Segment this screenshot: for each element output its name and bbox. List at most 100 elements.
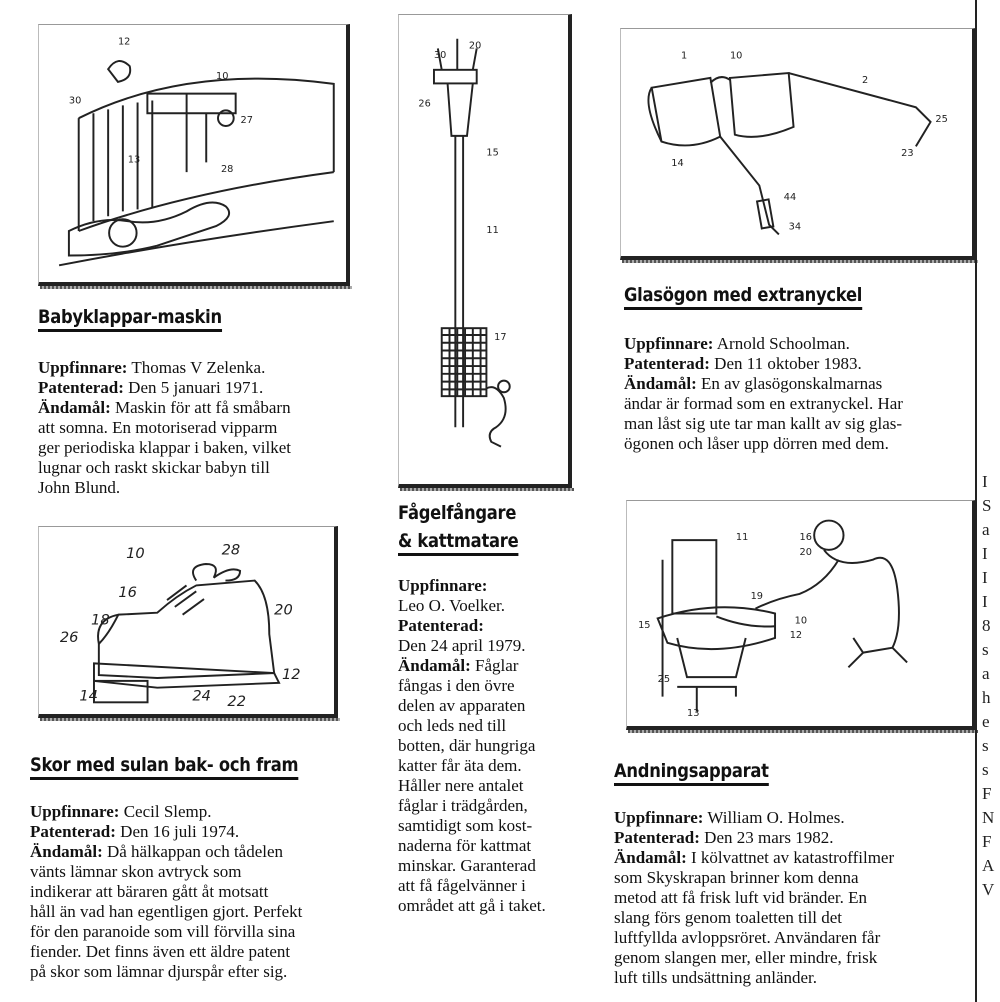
svg-text:17: 17 (494, 332, 506, 343)
inventor-value: Leo O. Voelker. (398, 596, 506, 615)
svg-text:27: 27 (241, 115, 253, 126)
purpose-line: John Blund. (38, 478, 121, 497)
purpose-line: naderna för kattmat (398, 836, 532, 855)
purpose-line: katter får äta dem. (398, 756, 522, 775)
article-body-skor: Uppfinnare: Cecil Slemp. Patenterad: Den… (30, 802, 375, 982)
article-title-babyklappar: Babyklappar-maskin (38, 306, 222, 332)
breathing-apparatus-illustration: 11 16 20 19 10 12 15 25 13 (626, 500, 976, 730)
purpose-line: området att gå i taket. (398, 896, 546, 915)
shoe-label-26: 26 (60, 629, 79, 646)
inventor-label: Uppfinnare: (614, 808, 704, 827)
svg-text:14: 14 (671, 158, 683, 169)
svg-text:13: 13 (128, 154, 140, 165)
adjacent-column-fragments: I S a I I I 8 s a h e s s F N F A V (982, 472, 995, 899)
purpose-line: samtidigt som kost- (398, 816, 533, 835)
svg-text:23: 23 (901, 148, 913, 159)
svg-text:28: 28 (221, 164, 233, 175)
shoe-label-10: 10 (126, 545, 145, 562)
inventor-value: Cecil Slemp. (123, 802, 212, 821)
patented-value: Den 24 april 1979. (398, 636, 526, 655)
patented-label: Patenterad: (398, 616, 484, 635)
purpose-line: på skor som lämnar djurspår efter sig. (30, 962, 288, 981)
svg-text:12: 12 (118, 37, 130, 48)
inventor-label: Uppfinnare: (398, 576, 488, 595)
purpose-line: Håller nere antalet (398, 776, 524, 795)
article-title-glasogon: Glasögon med extranyckel (624, 284, 862, 310)
shoe-drawing: 10 28 16 20 18 26 12 14 24 22 (60, 541, 301, 710)
purpose-label: Ändamål: (38, 398, 111, 417)
svg-text:11: 11 (736, 532, 748, 543)
svg-text:20: 20 (800, 547, 812, 558)
shoe-label-24: 24 (192, 687, 211, 704)
shoe-label-22: 22 (227, 693, 246, 710)
purpose-line: vänts lämnar skon avtryck som (30, 862, 242, 881)
inventor-label: Uppfinnare: (30, 802, 120, 821)
svg-text:2: 2 (862, 75, 868, 86)
purpose-line: för den paranoide som vill förvilla sina (30, 922, 296, 941)
purpose-line: slang förs genom toaletten till det (614, 908, 843, 927)
purpose-line: luft tills undsättning anländer. (614, 968, 818, 987)
patented-label: Patenterad: (38, 378, 124, 397)
shoe-label-12: 12 (282, 666, 301, 683)
patented-label: Patenterad: (30, 822, 116, 841)
purpose-line: att somna. En motoriserad vipparm (38, 418, 278, 437)
bird-catcher-illustration: 30 20 26 15 11 17 (398, 14, 572, 488)
article-body-andningsapparat: Uppfinnare: William O. Holmes. Patentera… (614, 808, 969, 988)
svg-text:12: 12 (790, 630, 802, 641)
article-title-andningsapparat: Andningsapparat (614, 760, 769, 786)
svg-text:25: 25 (658, 674, 670, 685)
purpose-line: minskar. Garanterad (398, 856, 536, 875)
shoe-illustration: 10 28 16 20 18 26 12 14 24 22 (38, 526, 338, 718)
shoe-label-18: 18 (91, 611, 110, 628)
svg-text:44: 44 (784, 192, 796, 203)
svg-text:30: 30 (434, 50, 446, 61)
svg-text:10: 10 (216, 71, 228, 82)
purpose-line: Maskin för att få småbarn (114, 398, 291, 417)
shoe-label-28: 28 (222, 541, 241, 558)
purpose-line: delen av apparaten (398, 696, 526, 715)
svg-text:16: 16 (800, 532, 812, 543)
svg-text:11: 11 (486, 225, 498, 236)
patented-value: Den 23 mars 1982. (704, 828, 834, 847)
svg-text:15: 15 (486, 147, 498, 158)
column-divider (975, 0, 977, 1002)
svg-text:1: 1 (681, 50, 687, 61)
purpose-label: Ändamål: (614, 848, 687, 867)
purpose-line: som Skyskrapan brinner kom denna (614, 868, 859, 887)
inventor-value: Arnold Schoolman. (716, 334, 850, 353)
purpose-line: fångas i den övre (398, 676, 515, 695)
purpose-line: lugnar och raskt skickar babyn till (38, 458, 270, 477)
purpose-line: man låst sig ute tar man kallt av sig gl… (624, 414, 903, 433)
article-body-babyklappar: Uppfinnare: Thomas V Zelenka. Patenterad… (38, 358, 368, 498)
svg-text:20: 20 (469, 40, 481, 51)
purpose-line: fåglar i trädgården, (398, 796, 528, 815)
svg-text:26: 26 (418, 99, 430, 110)
patented-label: Patenterad: (614, 828, 700, 847)
purpose-line: En av glasögonskalmarnas (700, 374, 883, 393)
purpose-line: luftfyllda avloppsröret. Användaren får (614, 928, 881, 947)
svg-text:13: 13 (687, 708, 699, 719)
purpose-label: Ändamål: (398, 656, 471, 675)
purpose-line: Fåglar (474, 656, 519, 675)
purpose-line: I kölvattnet av katastroffilmer (690, 848, 895, 867)
patented-value: Den 16 juli 1974. (120, 822, 240, 841)
purpose-line: att få fågelvänner i (398, 876, 526, 895)
inventor-value: Thomas V Zelenka. (131, 358, 266, 377)
svg-text:10: 10 (795, 615, 807, 626)
article-title-fagelfangare: Fågelfångare & kattmatare (398, 500, 519, 556)
bird-catcher-drawing: 30 20 26 15 11 17 (418, 38, 511, 448)
purpose-line: genom slangen mer, eller mindre, frisk (614, 948, 878, 967)
breathing-apparatus-drawing: 11 16 20 19 10 12 15 25 13 (638, 519, 908, 719)
svg-text:34: 34 (789, 222, 801, 233)
svg-text:15: 15 (638, 620, 650, 631)
purpose-line: ögonen och låser upp dörren med dem. (624, 434, 889, 453)
purpose-line: botten, där hungriga (398, 736, 536, 755)
patented-value: Den 11 oktober 1983. (714, 354, 862, 373)
purpose-line: Då hälkappan och tådelen (106, 842, 284, 861)
article-title-skor: Skor med sulan bak- och fram (30, 754, 299, 780)
purpose-label: Ändamål: (30, 842, 103, 861)
shoe-label-14: 14 (79, 687, 98, 704)
svg-text:19: 19 (751, 591, 763, 602)
